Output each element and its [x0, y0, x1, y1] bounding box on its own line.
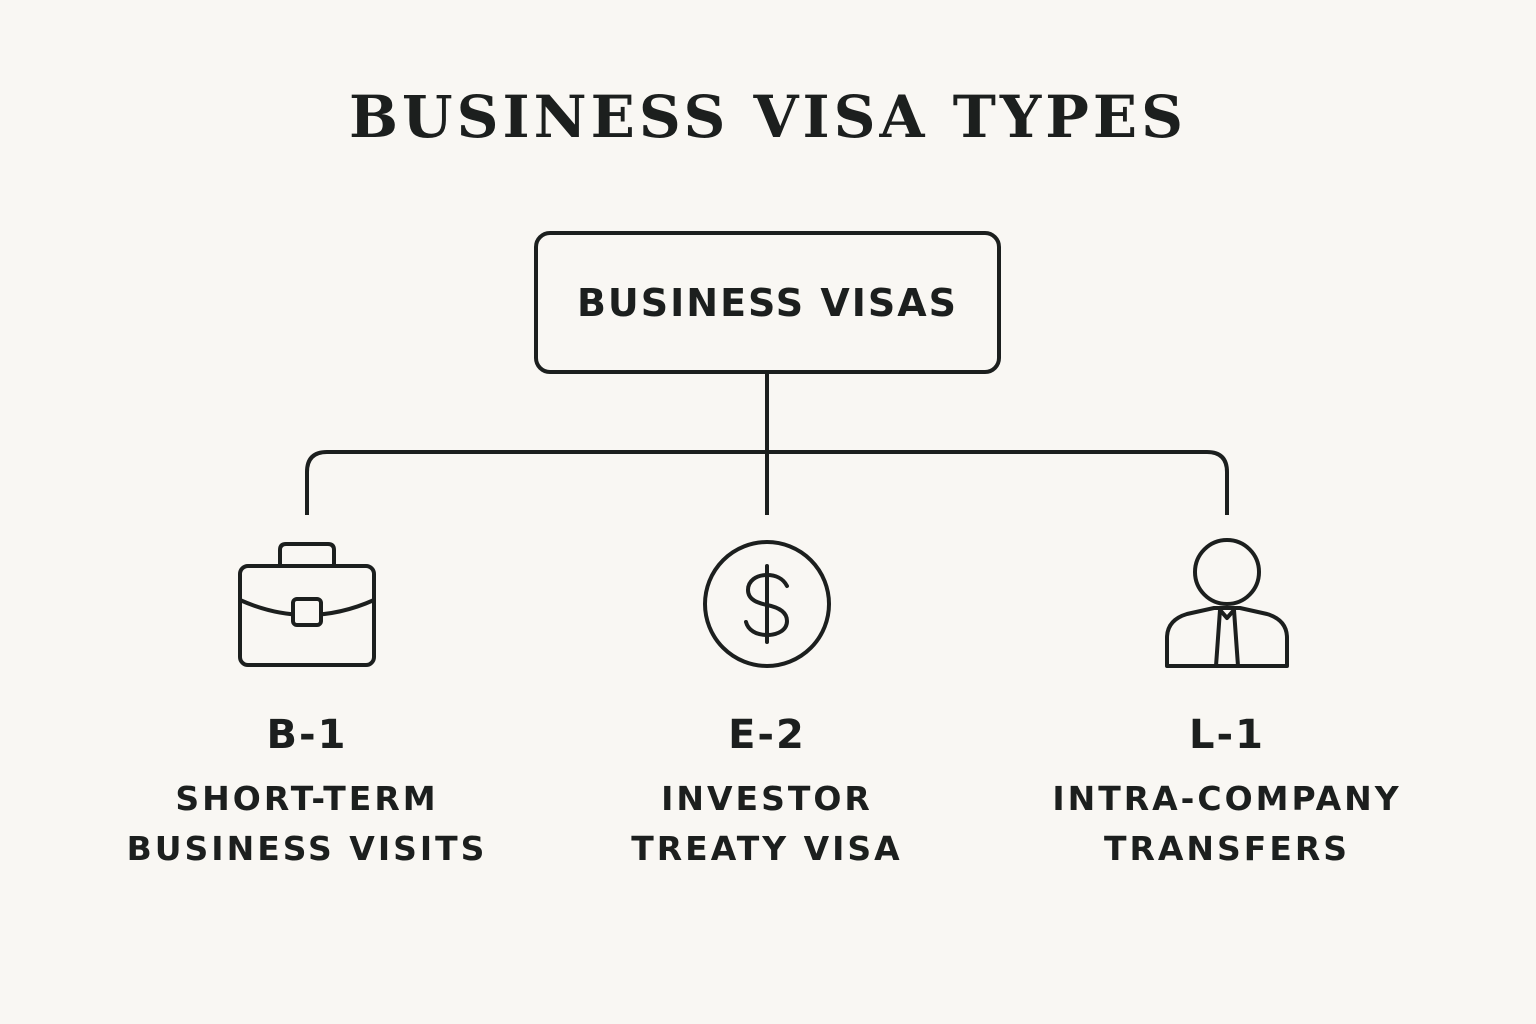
root-node-label: BUSINESS VISAS [576, 280, 959, 325]
page-title: BUSINESS VISA TYPES [348, 83, 1187, 151]
visa-description-line: INTRA-COMPANY [1052, 779, 1402, 818]
visa-description-line: SHORT-TERM [175, 779, 439, 818]
visa-description-line: INVESTOR [661, 779, 873, 818]
person-tie-icon [1165, 538, 1289, 668]
visa-description-line: TREATY VISA [631, 829, 903, 868]
visa-code-b1: B-1 [266, 712, 348, 758]
root-node: BUSINESS VISAS [534, 231, 1001, 374]
visa-description-b1: SHORT-TERM BUSINESS VISITS [97, 774, 517, 874]
branch-connector [305, 450, 1229, 515]
visa-description-e2: INVESTOR TREATY VISA [557, 774, 977, 874]
visa-code-e2: E-2 [728, 712, 806, 758]
visa-description-line: BUSINESS VISITS [126, 829, 488, 868]
visa-description-line: TRANSFERS [1103, 829, 1351, 868]
visa-code-l1: L-1 [1189, 712, 1265, 758]
briefcase-icon [238, 542, 376, 667]
visa-description-l1: INTRA-COMPANY TRANSFERS [1017, 774, 1437, 874]
dollar-circle-icon [703, 540, 831, 668]
